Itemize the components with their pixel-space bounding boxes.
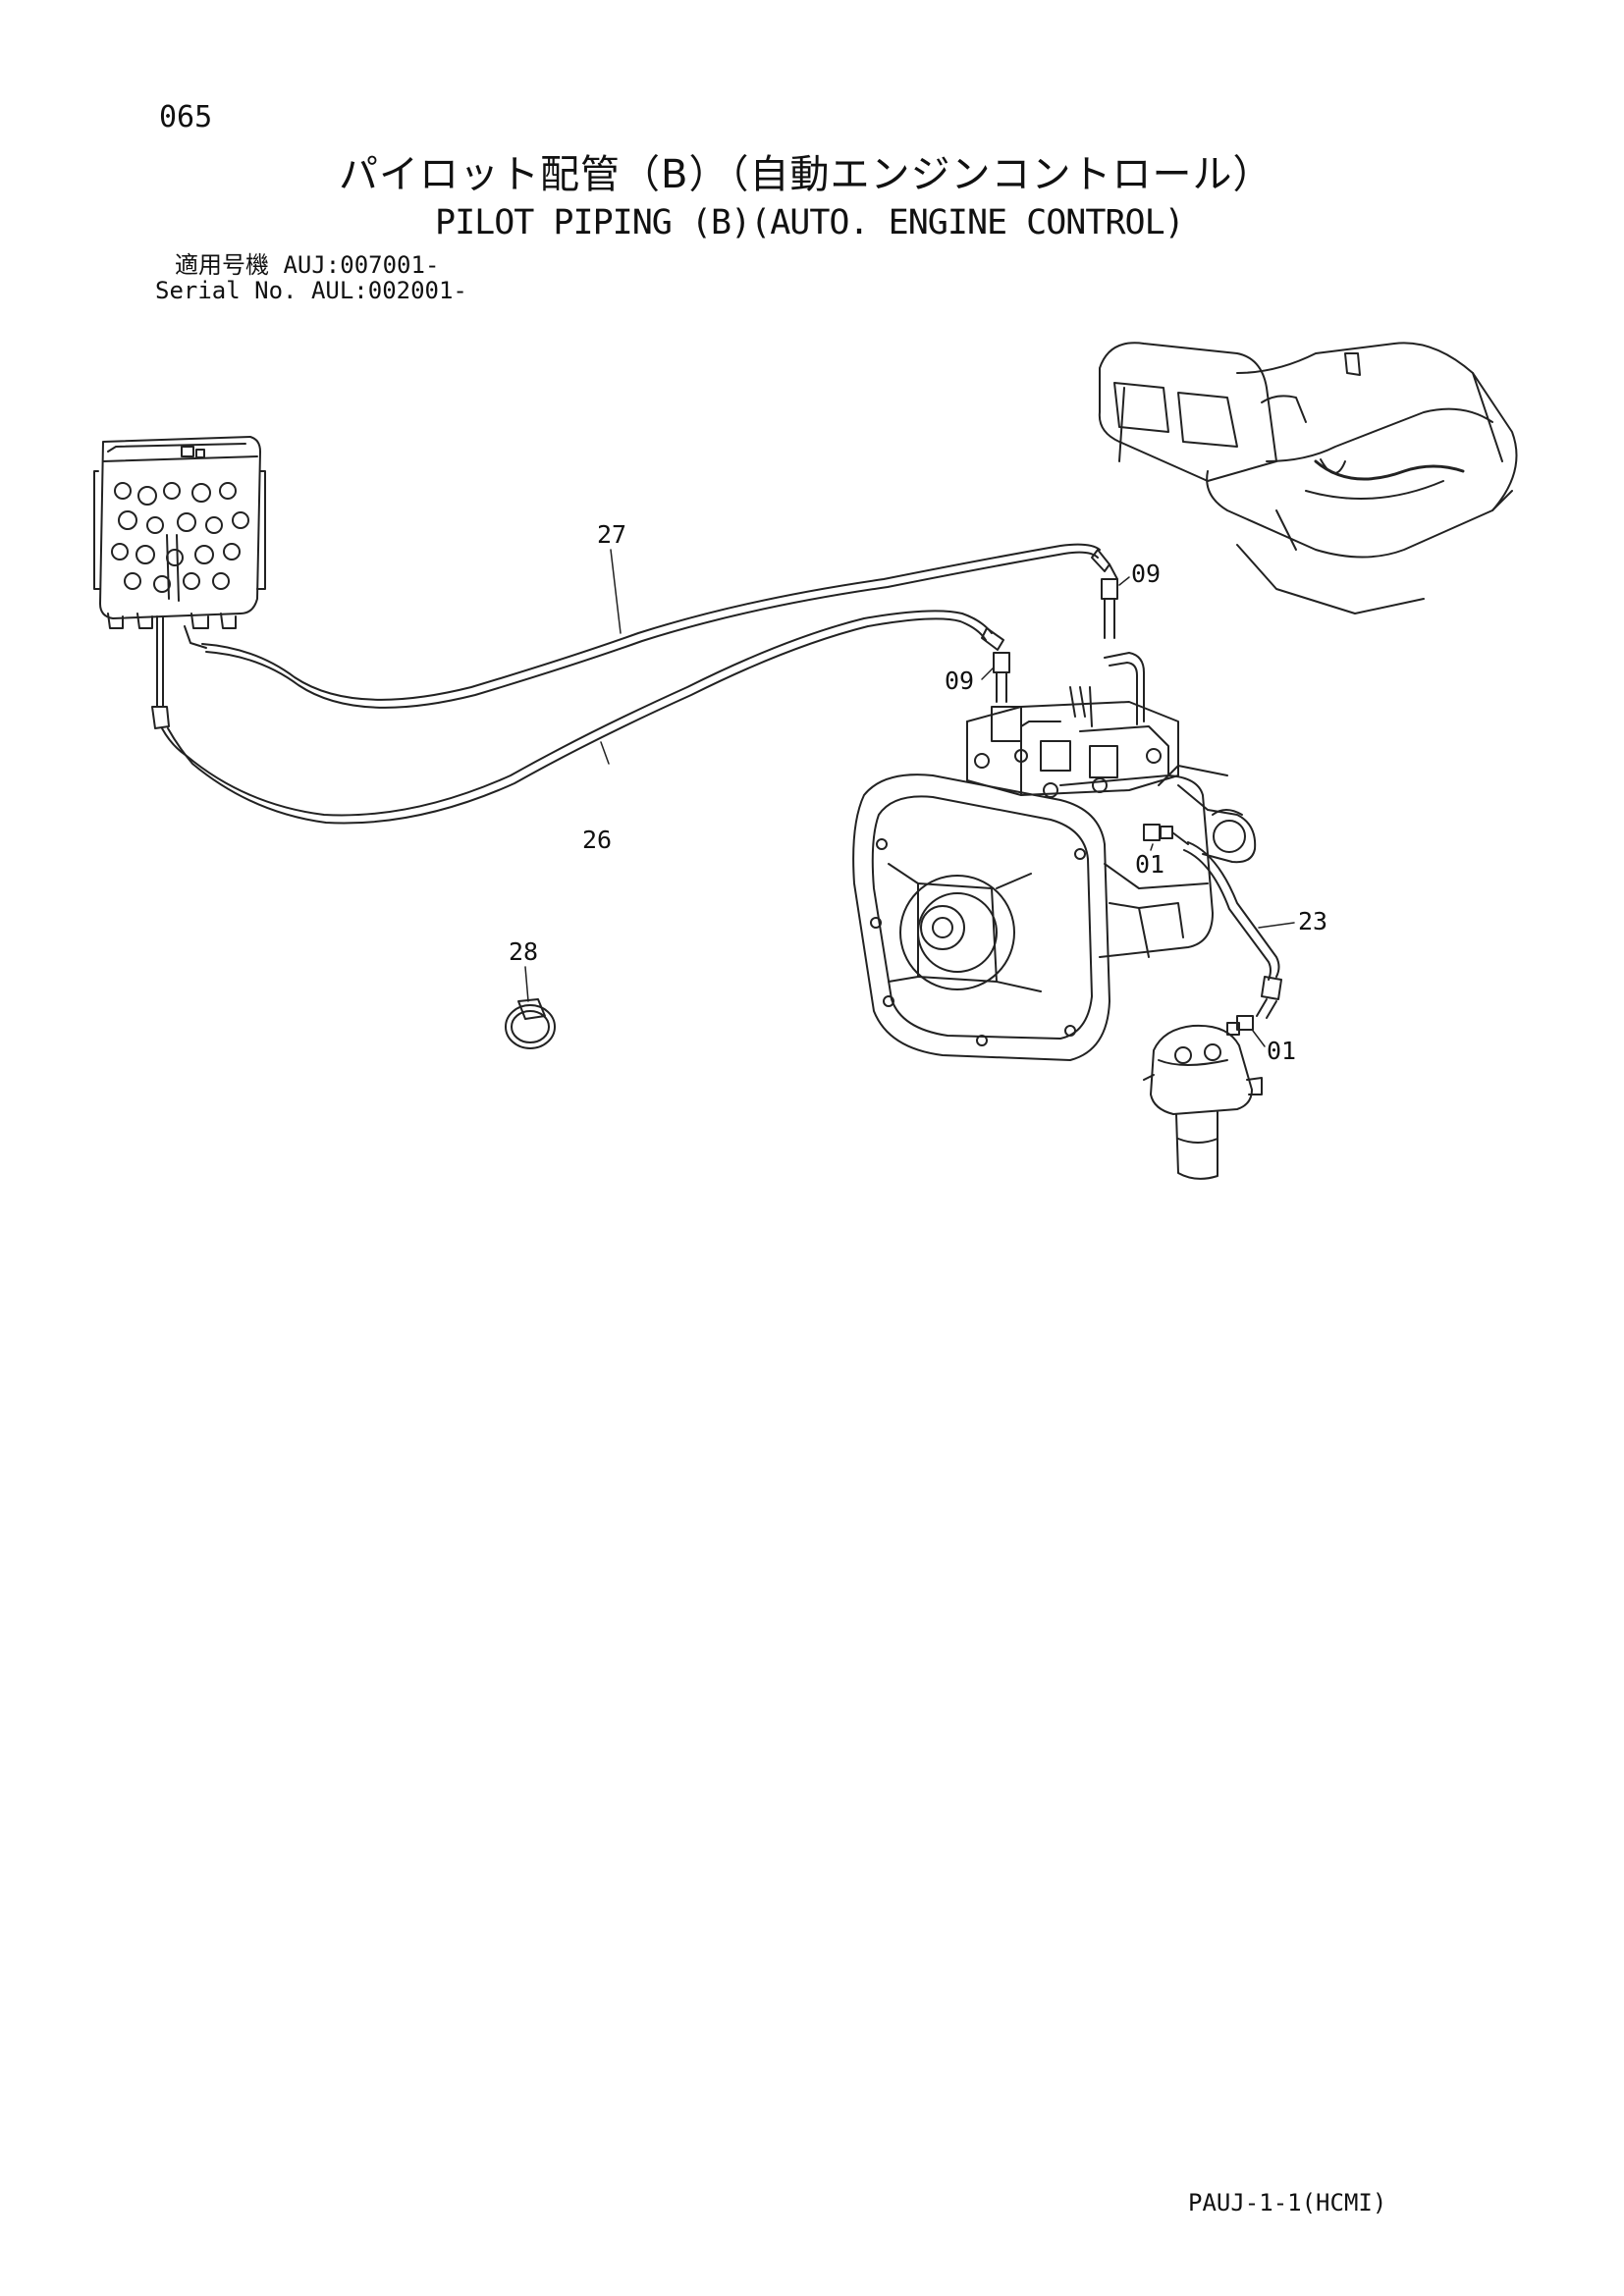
hose-27 <box>185 545 1117 708</box>
fitting-09-top <box>1102 579 1117 638</box>
callout-28: 28 <box>509 937 539 966</box>
callout-26: 26 <box>582 826 613 854</box>
callout-09-top: 09 <box>1131 560 1162 588</box>
applicable-serial-ja: 適用号機 AUJ:007001- <box>175 251 440 279</box>
fitting-01-mid <box>1144 825 1172 840</box>
page-title-english: PILOT PIPING (B)(AUTO. ENGINE CONTROL) <box>435 203 1185 242</box>
page-title-japanese: パイロット配管（B）（自動エンジンコントロール） <box>339 152 1273 197</box>
callout-09-left: 09 <box>945 667 975 695</box>
applicable-serial-en: Serial No. AUL:002001- <box>155 277 467 304</box>
footer-document-code: PAUJ-1-1(HCMI) <box>1188 2189 1387 2216</box>
excavator-overview-illustration <box>1100 343 1517 614</box>
callout-01-bottom: 01 <box>1267 1037 1297 1065</box>
hose-26 <box>152 611 1003 823</box>
callout-23: 23 <box>1298 907 1328 935</box>
fitting-01-bottom <box>1227 1016 1253 1035</box>
pilot-valve-block-illustration <box>94 437 265 628</box>
callout-01-mid: 01 <box>1135 850 1165 879</box>
hydraulic-pump-illustration <box>853 653 1255 1060</box>
pilot-filter-illustration <box>1144 1026 1262 1179</box>
hose-clamp-28 <box>506 999 555 1048</box>
callout-leader-lines <box>525 550 1294 1046</box>
hose-23 <box>1172 832 1281 1018</box>
fitting-09-left <box>994 653 1009 702</box>
callout-27: 27 <box>597 520 627 549</box>
page-number: 065 <box>159 100 213 134</box>
